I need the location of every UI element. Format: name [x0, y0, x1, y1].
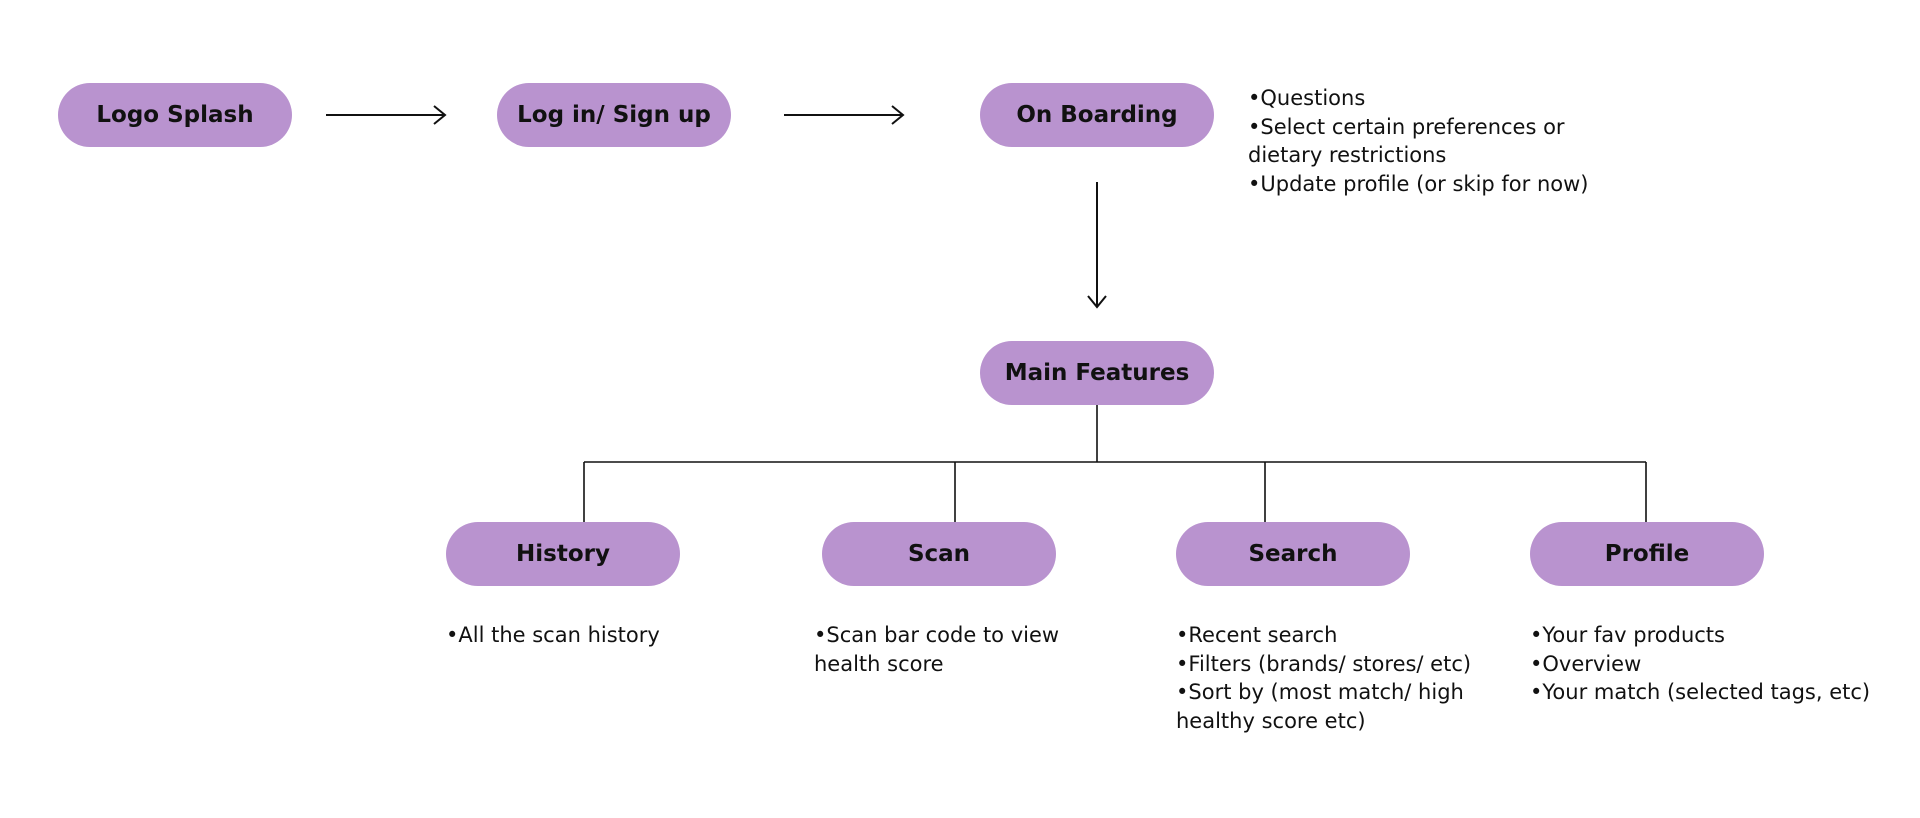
note-line: •Recent search — [1176, 623, 1338, 647]
note-line: •Your fav products — [1530, 623, 1725, 647]
tree-main-to-features — [583, 405, 1647, 522]
profile-node: Profile — [1530, 522, 1764, 586]
logo-splash-node: Logo Splash — [58, 83, 292, 147]
scan-notes: •Scan bar code to view health score — [814, 621, 1059, 678]
note-line: •Scan bar code to view — [814, 623, 1060, 647]
main-features-node: Main Features — [980, 341, 1214, 405]
search-notes: •Recent search •Filters (brands/ stores/… — [1176, 621, 1471, 735]
arrow-onboarding-to-main — [1087, 182, 1107, 309]
note-line: •Your match (selected tags, etc) — [1530, 680, 1871, 704]
history-node: History — [446, 522, 680, 586]
scan-node: Scan — [822, 522, 1056, 586]
note-line: •Overview — [1530, 651, 1642, 676]
note-line: •Update profile (or skip for now) — [1248, 171, 1589, 196]
search-node: Search — [1176, 522, 1410, 586]
note-line: healthy score etc) — [1176, 708, 1366, 733]
note-line: •Filters (brands/ stores/ etc) — [1176, 651, 1472, 676]
on-boarding-notes: •Questions •Select certain preferences o… — [1248, 84, 1589, 198]
arrow-logo-to-login — [326, 105, 447, 125]
note-line: health score — [814, 651, 944, 676]
login-signup-node: Log in/ Sign up — [497, 83, 731, 147]
note-line: •Select certain preferences or — [1248, 114, 1565, 139]
note-line: •Sort by (most match/ high — [1176, 680, 1464, 704]
history-notes: •All the scan history — [446, 621, 660, 650]
note-line: •Questions — [1248, 86, 1366, 110]
profile-notes: •Your fav products •Overview •Your match… — [1530, 621, 1870, 707]
arrow-login-to-onboarding — [784, 105, 905, 125]
note-line: dietary restrictions — [1248, 143, 1447, 167]
on-boarding-node: On Boarding — [980, 83, 1214, 147]
note-line: •All the scan history — [446, 623, 660, 647]
